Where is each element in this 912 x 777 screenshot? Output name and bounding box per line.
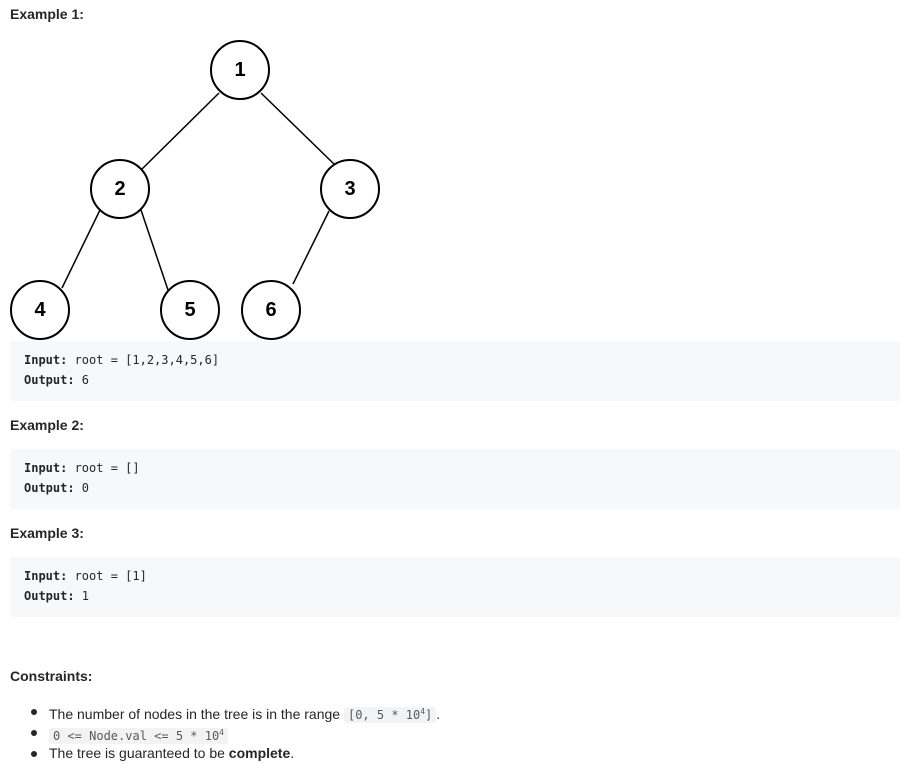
edge-2-5 bbox=[140, 209, 169, 291]
tree-node-3: 3 bbox=[320, 159, 380, 219]
constraints-list: The number of nodes in the tree is in th… bbox=[0, 701, 440, 764]
example-1-code-block: Input: root = [1,2,3,4,5,6] Output: 6 bbox=[10, 341, 900, 401]
tree-node-3-label: 3 bbox=[344, 178, 355, 200]
constraint-node-count: The number of nodes in the tree is in th… bbox=[0, 701, 441, 723]
binary-tree-diagram: 1 2 3 4 5 6 bbox=[10, 40, 380, 340]
tree-node-6-label: 6 bbox=[265, 299, 276, 321]
example-3-code-block: Input: root = [1] Output: 1 bbox=[10, 557, 900, 617]
inline-code-text: ] bbox=[425, 708, 433, 722]
superscript: 4 bbox=[420, 707, 426, 716]
tree-node-5: 5 bbox=[160, 280, 220, 340]
tree-node-4: 4 bbox=[10, 280, 70, 340]
input-label: Input: bbox=[24, 353, 68, 367]
example-1-title: Example 1: bbox=[10, 6, 84, 22]
example-2-input-line: Input: root = [] bbox=[24, 461, 140, 475]
example-3-input-line: Input: root = [1] bbox=[24, 569, 147, 583]
constraint-text: . bbox=[290, 745, 295, 761]
bold-term: complete bbox=[228, 745, 291, 761]
inline-code-text: 0 <= Node.val <= 5 * 10 bbox=[53, 729, 220, 743]
tree-node-4-label: 4 bbox=[34, 299, 46, 321]
constraint-node-val: 0 <= Node.val <= 5 * 104 bbox=[0, 722, 440, 744]
example-3-title: Example 3: bbox=[10, 525, 84, 541]
constraint-text: The tree is guaranteed to be bbox=[49, 745, 229, 761]
edge-2-4 bbox=[61, 209, 101, 289]
output-label: Output: bbox=[24, 373, 75, 387]
superscript: 4 bbox=[219, 728, 224, 737]
tree-node-1-label: 1 bbox=[234, 59, 245, 81]
input-value: root = [1] bbox=[67, 569, 147, 583]
tree-node-5-label: 5 bbox=[184, 299, 195, 321]
example-1-output-line: Output: 6 bbox=[24, 373, 89, 387]
tree-node-2-label: 2 bbox=[114, 178, 125, 200]
example-2-output-line: Output: 0 bbox=[24, 481, 89, 495]
example-2-title: Example 2: bbox=[10, 417, 84, 433]
inline-code-text: [0, 5 * 10 bbox=[347, 708, 421, 722]
constraints-title: Constraints: bbox=[10, 668, 93, 684]
constraint-complete-tree: The tree is guaranteed to be complete. bbox=[0, 743, 440, 764]
output-value: 0 bbox=[74, 481, 90, 495]
tree-node-1: 1 bbox=[210, 40, 270, 100]
input-value: root = [1,2,3,4,5,6] bbox=[67, 353, 220, 367]
input-label: Input: bbox=[24, 569, 68, 583]
output-value: 6 bbox=[74, 373, 90, 387]
edge-1-2 bbox=[140, 92, 220, 171]
input-value: root = [] bbox=[67, 461, 140, 475]
inline-code: 0 <= Node.val <= 5 * 104 bbox=[49, 728, 228, 744]
constraint-text: The number of nodes in the tree is in th… bbox=[49, 706, 344, 722]
constraint-text: . bbox=[436, 706, 441, 722]
example-1-input-line: Input: root = [1,2,3,4,5,6] bbox=[24, 353, 219, 367]
output-label: Output: bbox=[24, 481, 75, 495]
edge-3-6 bbox=[292, 210, 330, 285]
output-label: Output: bbox=[24, 589, 75, 603]
edge-1-3 bbox=[260, 92, 335, 165]
tree-node-2: 2 bbox=[90, 159, 150, 219]
output-value: 1 bbox=[74, 589, 90, 603]
input-label: Input: bbox=[24, 461, 68, 475]
inline-code: [0, 5 * 104] bbox=[343, 707, 437, 723]
example-3-output-line: Output: 1 bbox=[24, 589, 89, 603]
tree-node-6: 6 bbox=[241, 280, 301, 340]
example-2-code-block: Input: root = [] Output: 0 bbox=[10, 449, 900, 509]
